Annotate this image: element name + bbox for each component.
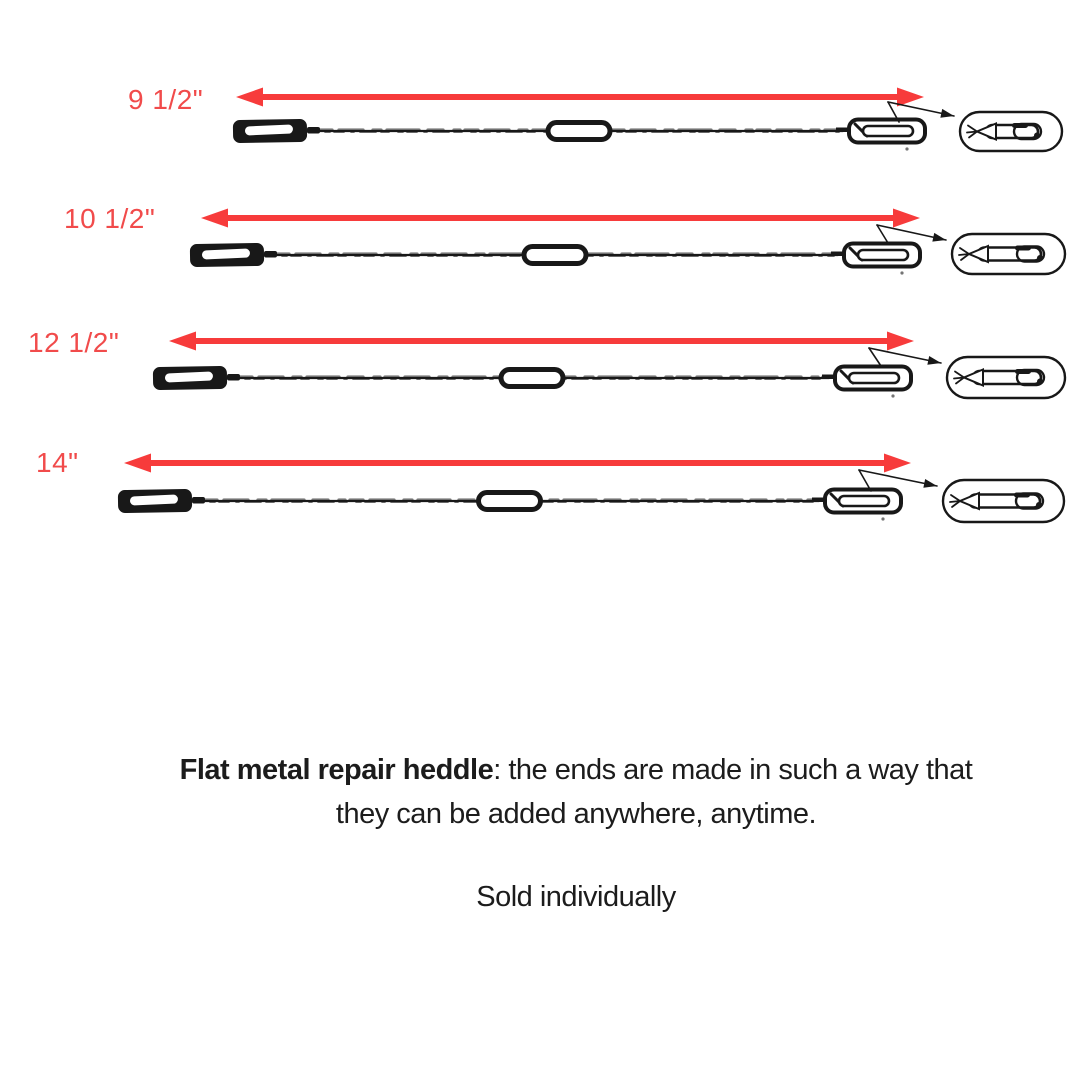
- length-arrow: [124, 453, 911, 473]
- heddle-drawing: [152, 364, 913, 398]
- heddle-drawing: [117, 487, 903, 521]
- end-detail-magnified: [941, 478, 1066, 524]
- size-label-9-1-2: 9 1/2": [128, 84, 204, 115]
- arrowhead-left: [201, 208, 228, 228]
- size-label-14: 14": [36, 447, 79, 478]
- description-line-1: Flat metal repair heddle: the ends are m…: [36, 748, 1080, 792]
- heddle-row-2: [189, 208, 1067, 276]
- product-description: Flat metal repair heddle: the ends are m…: [36, 748, 1080, 836]
- arrowhead-left: [236, 87, 263, 107]
- end-detail-callout: [868, 347, 942, 367]
- length-arrow: [236, 87, 924, 107]
- arrowhead-right: [887, 331, 914, 351]
- sold-individually-note: Sold individually: [476, 881, 676, 913]
- heddle-drawing: [189, 241, 922, 275]
- heddle-row-4: [117, 453, 1066, 524]
- arrowhead-right: [893, 208, 920, 228]
- arrowhead-left: [124, 453, 151, 473]
- length-arrow: [169, 331, 914, 351]
- heddle-eye: [498, 367, 566, 389]
- end-detail-callout: [858, 469, 938, 492]
- callout-arrowhead: [940, 108, 954, 118]
- end-detail-magnified: [950, 232, 1067, 276]
- callout-arrowhead: [932, 232, 946, 242]
- arrowhead-right: [884, 453, 911, 473]
- end-detail-magnified: [958, 110, 1064, 153]
- length-arrow: [201, 208, 920, 228]
- product-name: Flat metal repair heddle: [179, 754, 494, 786]
- description-line-1-text: : the ends are made in such a way that: [493, 754, 973, 786]
- description-line-2: they can be added anywhere, anytime.: [335, 798, 817, 830]
- heddle-eye: [476, 490, 543, 512]
- end-detail-callout: [887, 101, 955, 123]
- callout-arrowhead: [923, 478, 937, 488]
- end-detail-callout: [876, 224, 947, 244]
- heddle-eye: [545, 120, 613, 142]
- heddle-row-3: [152, 331, 1067, 400]
- callout-arrowhead: [927, 355, 941, 365]
- end-detail-magnified: [945, 355, 1067, 400]
- heddle-eye: [521, 244, 589, 266]
- size-label-10-1-2: 10 1/2": [64, 203, 156, 234]
- heddle-drawing: [232, 117, 927, 151]
- size-label-12-1-2: 12 1/2": [28, 327, 120, 358]
- heddle-row-1: [232, 87, 1064, 153]
- arrowhead-left: [169, 331, 196, 351]
- arrowhead-right: [897, 87, 924, 107]
